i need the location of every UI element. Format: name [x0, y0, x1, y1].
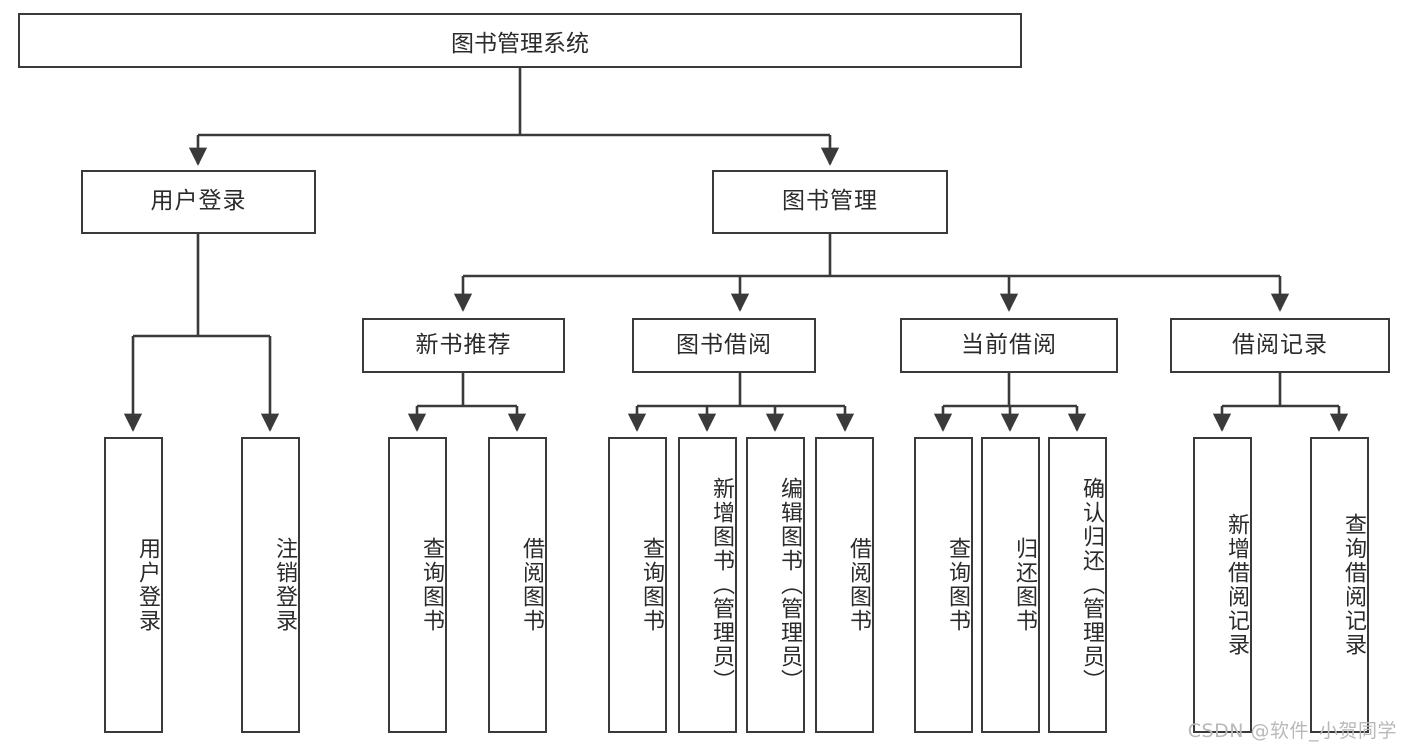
- leaf-borrow-book-new[interactable]: 借阅图书: [488, 437, 547, 733]
- leaf-edit-book[interactable]: 编辑图书（管理员）: [746, 437, 805, 733]
- node-book-manage[interactable]: 图书管理: [712, 170, 948, 234]
- leaf-add-borrow-record[interactable]: 新增借阅记录: [1193, 437, 1252, 733]
- node-book-borrow[interactable]: 图书借阅: [632, 318, 816, 373]
- watermark-text: CSDN @软件_小贺同学: [1187, 720, 1397, 742]
- node-current-borrow[interactable]: 当前借阅: [900, 318, 1118, 373]
- leaf-query-book-borrow[interactable]: 查询图书: [608, 437, 667, 733]
- leaf-return-book[interactable]: 归还图书: [981, 437, 1040, 733]
- node-new-book-recommend[interactable]: 新书推荐: [362, 318, 565, 373]
- node-borrow-record[interactable]: 借阅记录: [1170, 318, 1390, 373]
- node-user-login[interactable]: 用户登录: [81, 170, 316, 234]
- leaf-query-book-current[interactable]: 查询图书: [914, 437, 973, 733]
- leaf-borrow-book-borrow[interactable]: 借阅图书: [815, 437, 874, 733]
- leaf-query-book-new[interactable]: 查询图书: [388, 437, 447, 733]
- leaf-logout-login[interactable]: 注销登录: [241, 437, 300, 733]
- leaf-add-book[interactable]: 新增图书（管理员）: [678, 437, 737, 733]
- leaf-confirm-return[interactable]: 确认归还（管理员）: [1048, 437, 1107, 733]
- leaf-query-borrow-record[interactable]: 查询借阅记录: [1310, 437, 1369, 733]
- leaf-user-login[interactable]: 用户登录: [104, 437, 163, 733]
- node-root[interactable]: 图书管理系统: [18, 13, 1022, 68]
